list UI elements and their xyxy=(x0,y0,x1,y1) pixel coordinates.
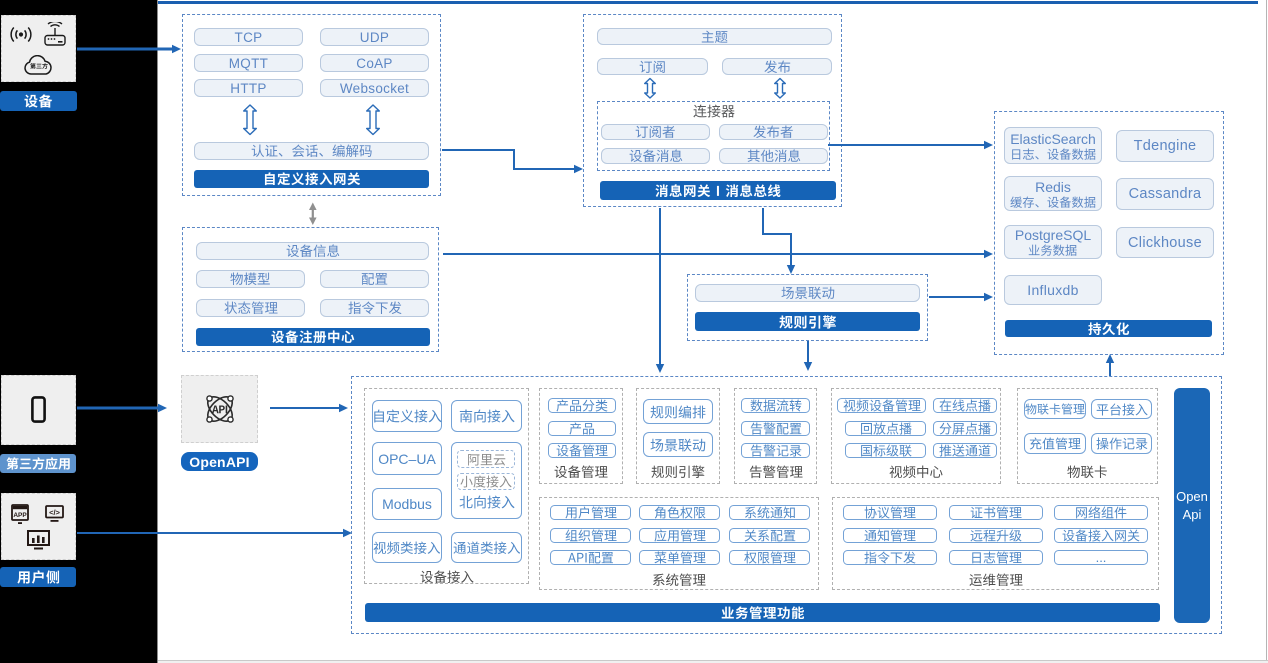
svg-text:</>: </> xyxy=(49,508,60,517)
svg-text:APP: APP xyxy=(13,512,27,519)
